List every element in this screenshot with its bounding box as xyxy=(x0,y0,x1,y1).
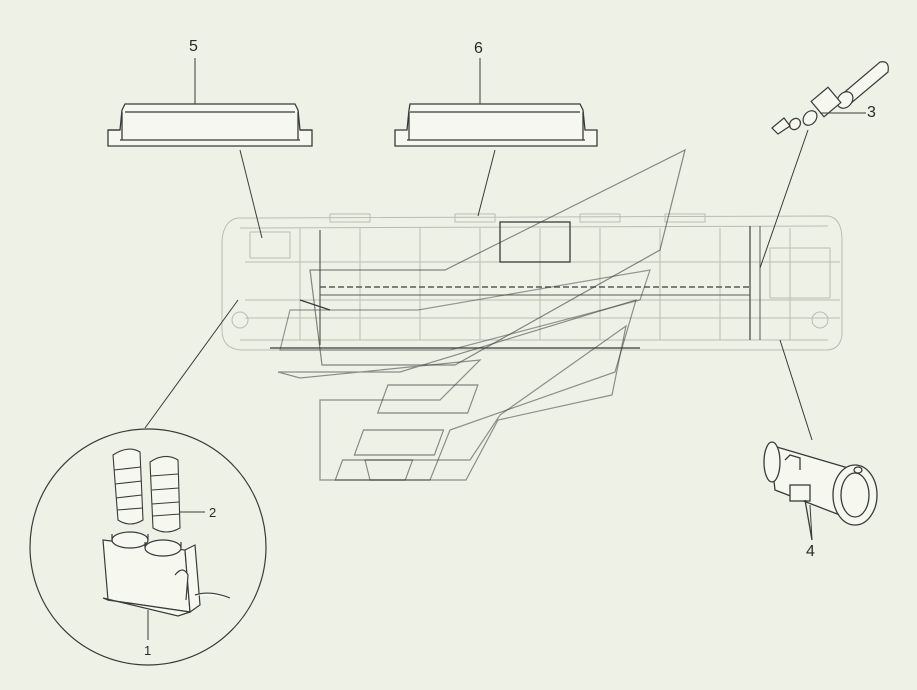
callout-6: 6 xyxy=(474,40,483,57)
leader-line-5 xyxy=(239,149,263,239)
callout-5: 5 xyxy=(189,38,198,55)
cylindrical-heater-4 xyxy=(763,441,878,541)
roof-ac-unit-5 xyxy=(107,103,313,147)
callout-1: 1 xyxy=(144,643,152,658)
bus-chassis-outline xyxy=(221,213,843,351)
flexible-duct-2 xyxy=(112,448,181,533)
background-logo-shape xyxy=(277,148,686,481)
fuel-line-fitting-3 xyxy=(771,61,889,135)
callout-3: 3 xyxy=(867,104,876,121)
bus-centerline-duct xyxy=(270,221,761,349)
leader-line-4 xyxy=(809,504,813,541)
callout-4: 4 xyxy=(806,543,815,560)
roof-ac-unit-6 xyxy=(394,103,598,147)
heater-unit-1 xyxy=(102,531,231,617)
detail-circle xyxy=(29,428,267,666)
leader-line-6 xyxy=(477,149,496,217)
callout-2: 2 xyxy=(209,505,217,520)
leader-line-detail xyxy=(144,299,239,429)
leader-line-3-down xyxy=(759,129,809,269)
leader-line-4-up xyxy=(779,339,813,441)
